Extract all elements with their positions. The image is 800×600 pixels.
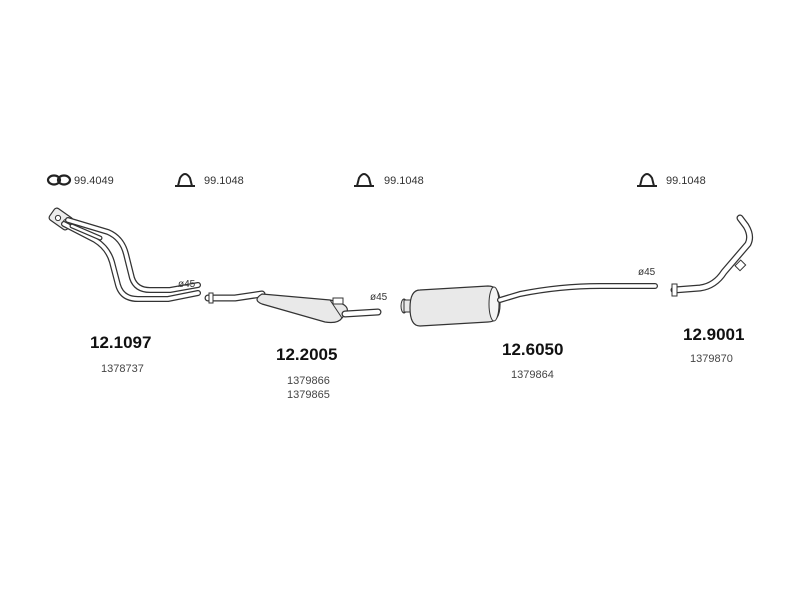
clamp-code: 99.1048	[204, 175, 244, 187]
clamp-item: 99.1048	[637, 173, 706, 187]
clamp-item: 99.1048	[354, 173, 424, 187]
center-muffler-drawing	[204, 290, 382, 324]
oe-number: 1379864	[511, 369, 554, 381]
oe-number: 1379865	[287, 389, 330, 401]
u-clamp-icon	[637, 173, 657, 187]
clamp-item: 99.4049	[46, 174, 114, 187]
part-label: 12.2005 1379866 1379865	[276, 345, 337, 401]
oe-number: 1379866	[287, 375, 330, 387]
rear-muffler-drawing	[400, 283, 658, 327]
tail-pipe-drawing	[670, 214, 754, 297]
part-label: 12.9001 1379870	[683, 325, 744, 365]
diameter-label: ø45	[178, 279, 196, 290]
front-pipe-drawing	[48, 207, 201, 302]
u-clamp-icon	[175, 173, 195, 187]
part-label: 12.6050 1379864	[502, 340, 563, 381]
flange-gasket-icon	[46, 174, 72, 186]
oe-number: 1379870	[690, 353, 733, 365]
clamp-code: 99.4049	[74, 175, 114, 187]
clamp-item: 99.1048	[175, 173, 244, 187]
part-number: 12.1097	[90, 333, 151, 352]
clamp-code: 99.1048	[384, 175, 424, 187]
part-number: 12.9001	[683, 325, 744, 344]
part-number: 12.6050	[502, 340, 563, 359]
part-label: 12.1097 1378737	[90, 333, 151, 375]
part-number: 12.2005	[276, 345, 337, 364]
clamp-code: 99.1048	[666, 175, 706, 187]
diameter-label: ø45	[638, 267, 656, 278]
oe-number: 1378737	[101, 363, 144, 375]
u-clamp-icon	[354, 173, 374, 187]
diameter-label: ø45	[370, 292, 388, 303]
